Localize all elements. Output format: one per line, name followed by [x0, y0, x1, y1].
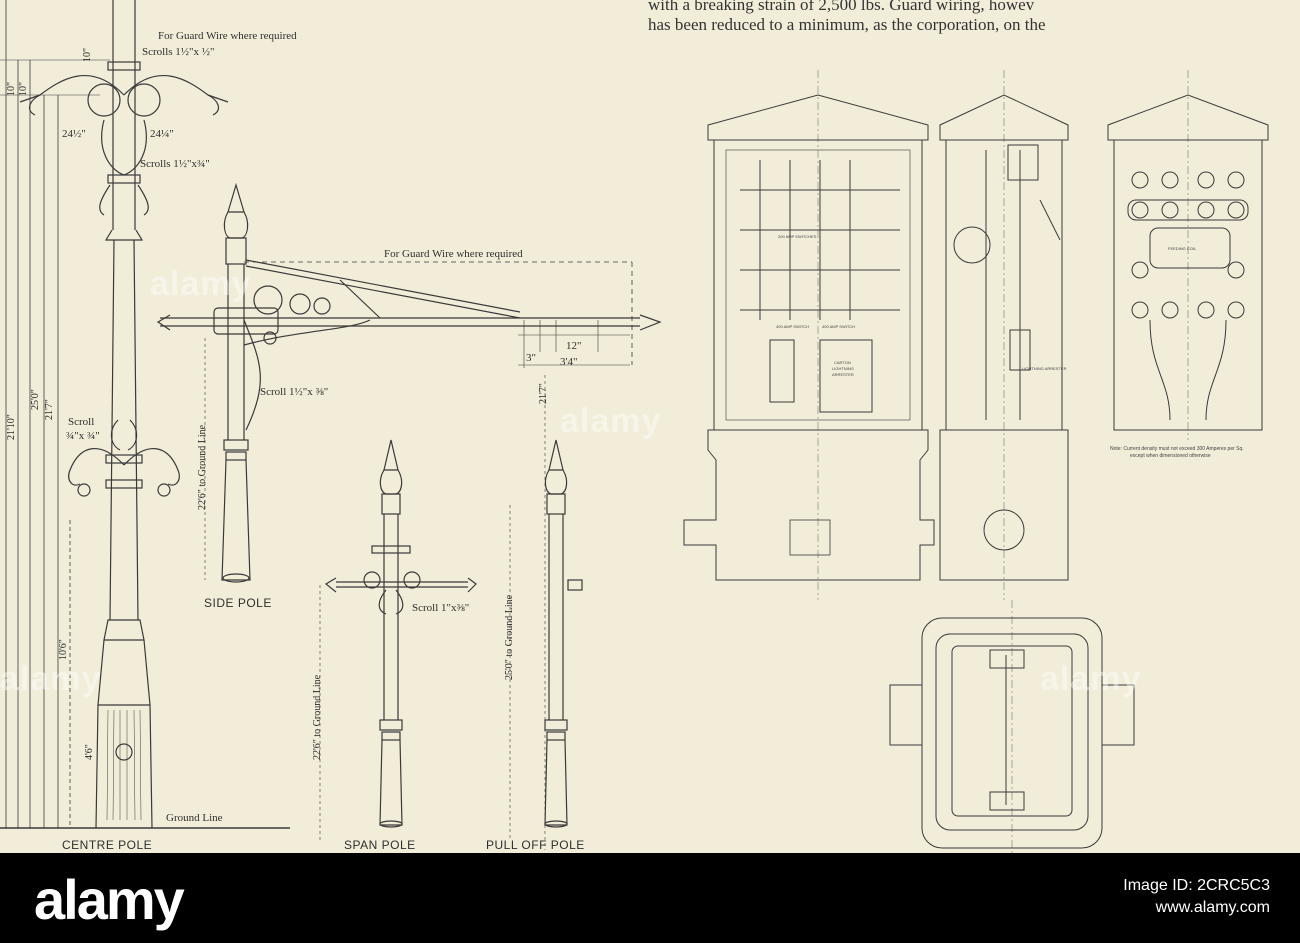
- span-ground-dim: 22'6" to Ground Line: [312, 674, 323, 760]
- centre-dim-25: 25'0": [30, 389, 41, 410]
- side-pole: [156, 182, 662, 850]
- centre-arm-left-dim: 24½": [62, 128, 86, 140]
- watermark-2: alamy: [560, 402, 662, 440]
- centre-dim-10-6: 10'6": [58, 639, 69, 660]
- centre-scroll-low-size: ¾"x ¾": [66, 430, 100, 442]
- span-pole-caption: SPAN POLE: [344, 838, 416, 852]
- image-id-block: Image ID: 2CRC5C3 www.alamy.com: [1123, 875, 1270, 919]
- alamy-logo: alamy: [34, 868, 185, 931]
- centre-scrolls-top-note: Scrolls 1½"x ½": [142, 46, 215, 58]
- span-scroll-note: Scroll 1"x⅜": [412, 602, 470, 614]
- pillar-400amp-right-label: 400 AMP SWITCH: [822, 324, 856, 329]
- centre-arm-right-dim: 24¼": [150, 128, 174, 140]
- centre-guard-wire-note: For Guard Wire where required: [158, 30, 297, 42]
- side-pole-caption: SIDE POLE: [204, 596, 272, 610]
- engineering-plate: with a breaking strain of 2,500 lbs. Gua…: [0, 0, 1269, 853]
- side-arm-dim-3: 3": [526, 352, 536, 364]
- watermark-1: alamy: [150, 265, 252, 303]
- pulloff-ground-dim: 25'0" to Ground Line: [504, 594, 515, 680]
- body-text-line-2: has been reduced to a minimum, as the co…: [648, 15, 1046, 34]
- side-arm-dim-12: 12": [566, 340, 582, 352]
- pillar-feeding-coil-label: FEEDING COIL: [1168, 246, 1197, 251]
- pillar-lightning-arrester-label: LIGHTNING ARRESTER: [1022, 366, 1067, 371]
- site-url: www.alamy.com: [1155, 899, 1270, 916]
- span-pole: [319, 439, 477, 840]
- side-height-dim: 21'7": [538, 383, 549, 404]
- pillar-note-line-1: Note: Current density must not exceed 30…: [1110, 446, 1244, 452]
- pillar-200amp-label: 200 AMP SWITCHES: [778, 234, 817, 239]
- centre-dim-b: 10": [18, 81, 29, 96]
- body-text-line-1: with a breaking strain of 2,500 lbs. Gua…: [648, 0, 1035, 14]
- pillar-note-line-2: except when dimensioned otherwise: [1130, 453, 1211, 459]
- side-arm-dim-34: 3'4": [560, 356, 578, 368]
- pillar-carton-label: CARTON: [834, 360, 851, 365]
- centre-dim-21-7: 21'7": [44, 399, 55, 420]
- centre-dim-21-10: 21'10": [6, 414, 17, 440]
- pillar-lightning-label: LIGHTNING: [832, 366, 854, 371]
- side-guard-wire-note: For Guard Wire where required: [384, 248, 523, 260]
- pull-off-pole: [509, 439, 583, 840]
- pillar-arrester-label: ARRESTER: [832, 372, 854, 377]
- pull-off-pole-caption: PULL OFF POLE: [486, 838, 585, 852]
- stock-footer-bar: alamy Image ID: 2CRC5C3 www.alamy.com: [0, 853, 1300, 943]
- pillar-400amp-left-label: 400 AMP SWITCH: [776, 324, 810, 329]
- centre-scrolls-mid-note: Scrolls 1½"x¾": [140, 158, 210, 170]
- centre-dim-a: 10": [6, 81, 17, 96]
- centre-dim-top: 10": [82, 47, 93, 62]
- centre-pole-caption: CENTRE POLE: [62, 838, 153, 852]
- side-ground-dim: 22'6" to Ground Line: [197, 424, 208, 510]
- watermark-3: alamy: [0, 660, 102, 698]
- centre-pole: [0, 0, 290, 829]
- switch-pillar-elevations: [683, 70, 1269, 853]
- centre-dim-4-6: 4'6": [84, 744, 95, 760]
- image-id-label: Image ID: 2CRC5C3: [1123, 877, 1270, 894]
- watermark-4: alamy: [1040, 660, 1142, 698]
- poles-and-pillar-drawing: [0, 0, 1269, 853]
- centre-scroll-low-note: Scroll: [68, 416, 95, 428]
- ground-line-label: Ground Line: [166, 812, 223, 824]
- side-scroll-note: Scroll 1½"x ⅜": [260, 386, 329, 398]
